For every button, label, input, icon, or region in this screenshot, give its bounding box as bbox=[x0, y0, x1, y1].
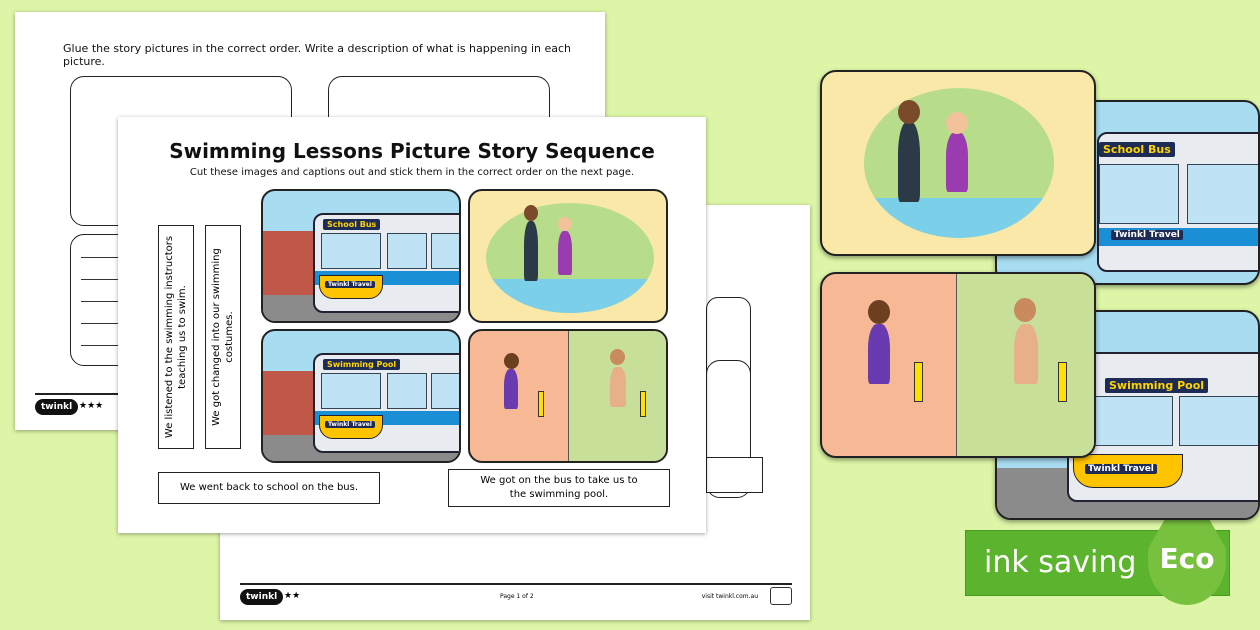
website-text: visit twinkl.com.au bbox=[701, 593, 758, 600]
instruction-text: Glue the story pictures in the correct o… bbox=[63, 42, 572, 68]
bus-sign: School Bus bbox=[1099, 142, 1175, 157]
bus-brand: Twinkl Travel bbox=[1085, 464, 1157, 474]
difficulty-stars: ★★ bbox=[284, 591, 301, 601]
caption-horizontal: We went back to school on the bus. bbox=[158, 472, 380, 504]
picture-bus-school: School Bus Twinkl Travel bbox=[261, 189, 461, 323]
bus-brand: Twinkl Travel bbox=[325, 421, 375, 428]
ink-saving-text: ink saving bbox=[984, 545, 1137, 580]
bus-sign: Swimming Pool bbox=[323, 359, 401, 370]
page-title: Swimming Lessons Picture Story Sequence bbox=[169, 139, 655, 163]
caption-horizontal: We got on the bus to take us to the swim… bbox=[448, 469, 670, 507]
bus-sign: Swimming Pool bbox=[1105, 378, 1209, 393]
bus-sign: School Bus bbox=[323, 219, 381, 230]
card-swimming-instructor bbox=[820, 70, 1096, 256]
card-changing bbox=[820, 272, 1096, 458]
quality-badge-icon bbox=[770, 587, 792, 605]
bus-brand: Twinkl Travel bbox=[325, 281, 375, 288]
picture-bus-pool: Swimming Pool Twinkl Travel bbox=[261, 329, 461, 463]
twinkl-logo: twinkl bbox=[35, 399, 79, 415]
twinkl-logo: twinkl bbox=[240, 589, 284, 605]
caption-vertical: We got changed into our swimming costume… bbox=[205, 225, 241, 449]
picture-swimming-instructor bbox=[468, 189, 668, 323]
difficulty-stars: ★★★ bbox=[79, 401, 104, 411]
picture-changing bbox=[468, 329, 668, 463]
page-number: Page 1 of 2 bbox=[500, 593, 534, 600]
worksheet-page-front: Swimming Lessons Picture Story Sequence … bbox=[118, 117, 706, 533]
bus-brand: Twinkl Travel bbox=[1111, 230, 1183, 240]
card-bus-pool: Swimming Pool Twinkl Travel bbox=[995, 310, 1260, 520]
caption-vertical: We listened to the swimming instructors … bbox=[158, 225, 194, 449]
page-subtitle: Cut these images and captions out and st… bbox=[189, 167, 635, 178]
